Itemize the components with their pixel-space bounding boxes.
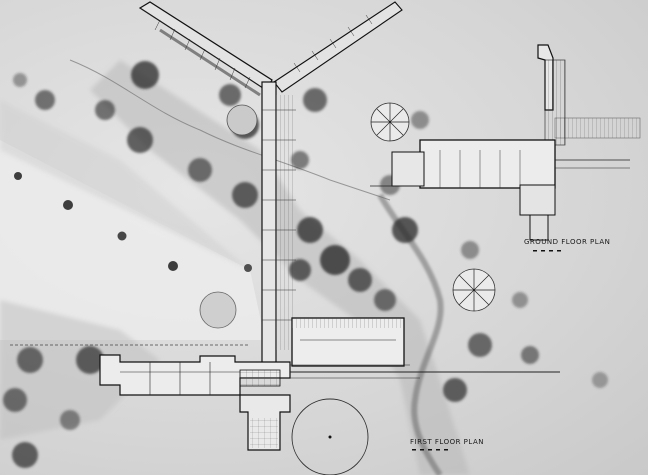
- circular-lawn: [291, 398, 369, 475]
- terrace-lines: [290, 364, 560, 379]
- tree-clusters: [3, 61, 608, 468]
- tree-canopies: [199, 102, 496, 329]
- scale-bars: [412, 250, 561, 451]
- ground-floor-plan-complex: [370, 44, 641, 241]
- central-spine: [261, 81, 296, 368]
- first-floor-plan-wing: [10, 344, 291, 451]
- woodland-shading: [0, 60, 470, 475]
- lawn-area: [0, 100, 265, 340]
- main-hall: [291, 317, 405, 367]
- north-bedroom-wing: [138, 1, 273, 97]
- ground-floor-plan-label: GROUND FLOOR PLAN: [524, 238, 611, 246]
- first-floor-plan-label: FIRST FLOOR PLAN: [410, 438, 484, 446]
- northeast-wing: [273, 1, 403, 93]
